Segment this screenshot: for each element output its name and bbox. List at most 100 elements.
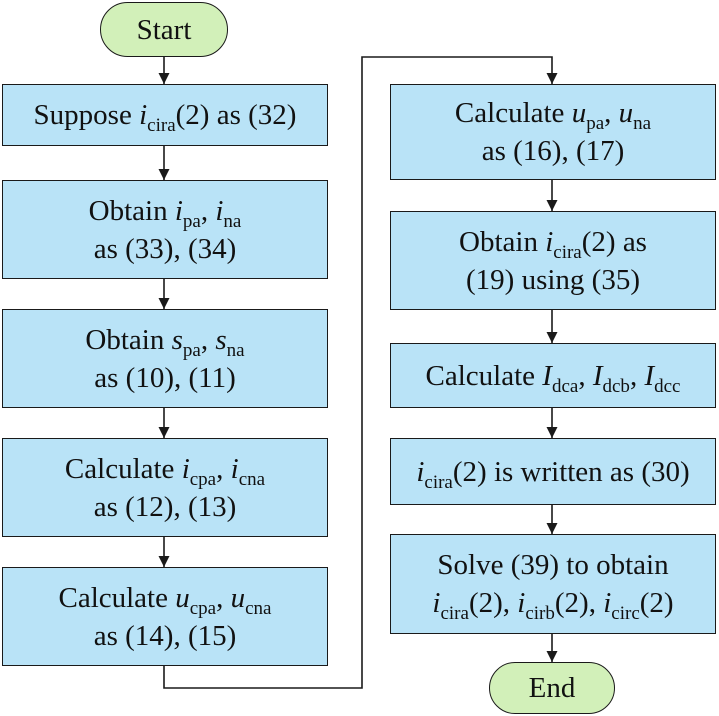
step-label-line: Calculate icpa, icna [64,450,266,490]
step-label-line: as (33), (34) [94,230,237,268]
label-text: Calculate [454,97,572,129]
variable-subscript: pa [182,339,201,361]
variable-subscript: na [226,339,245,361]
variable-subscript: pa [182,210,201,232]
variable-subscript: circ [611,603,640,624]
label-text: , [216,581,231,614]
label-text: (19) using (35) [466,263,640,296]
step-label-line: as (10), (11) [94,359,235,397]
variable-symbol: s [215,323,227,356]
variable-symbol: i [545,225,554,258]
step-label-line: Obtain ipa, ina [88,192,242,232]
label-text: as (33), (34) [93,232,237,265]
variable-subscript: cira [440,603,469,624]
step-label-line: as (14), (15) [94,617,237,655]
variable-subscript: na [633,113,652,134]
variable-subscript: pa [586,113,605,134]
end-label: End [528,672,576,704]
variable-subscript: dca [551,375,579,397]
variable-symbol: i [181,452,190,485]
step-calculate-idc: Calculate Idca, Idcb, Idcc [390,343,716,408]
label-text: (2), [554,587,604,619]
label-text: Calculate [64,452,182,485]
step-label-line: Calculate upa, una [454,94,652,134]
variable-subscript: cira [147,115,176,136]
variable-symbol: u [230,581,246,614]
label-text: Obtain [88,194,175,227]
step-label-line: as (12), (13) [94,488,237,526]
variable-symbol: s [171,323,183,356]
variable-subscript: na [223,210,242,232]
label-text: as (12), (13) [93,490,237,523]
variable-subscript: cira [553,241,582,263]
variable-symbol: I [592,359,603,392]
variable-symbol: i [517,587,526,619]
variable-subscript: cpa [189,597,217,619]
step-label-line: icira(2), icirb(2), icirc(2) [432,584,674,624]
label-text: as (16), (17) [481,135,625,167]
variable-symbol: u [175,581,190,614]
variable-symbol: i [215,194,224,227]
start-label: Start [136,13,192,46]
label-text: (2) is written as (30) [452,455,690,488]
step-icira-written: icira(2) is written as (30) [390,438,716,505]
label-text: as (14), (15) [93,619,237,652]
label-text: (2) [639,587,674,619]
variable-symbol: i [603,587,612,619]
step-label-line: as (16), (17) [482,132,625,170]
label-text: , [200,194,216,227]
step-label-line: Obtain icira(2) as [459,223,647,263]
end-terminal: End [489,662,615,714]
label-text: Suppose [33,99,140,131]
variable-symbol: u [571,97,587,129]
label-text: , [200,323,216,356]
step-label-line: icira(2) is written as (30) [416,453,690,493]
step-label-line: Obtain spa, sna [85,321,245,361]
variable-symbol: i [416,455,425,488]
variable-symbol: i [230,452,239,485]
label-text: Obtain [459,225,546,258]
step-label-line: Calculate Idca, Idcb, Idcc [425,357,681,397]
variable-subscript: cna [238,468,266,490]
label-text: (2) as [581,225,647,258]
variable-subscript: cira [424,471,453,493]
variable-subscript: dcc [654,375,681,397]
variable-subscript: cirb [525,603,555,624]
label-text: Obtain [85,323,172,356]
variable-symbol: I [644,359,655,392]
variable-subscript: cpa [189,468,217,490]
label-text: , [578,359,593,392]
variable-subscript: cna [245,597,272,619]
step-label-line: Solve (39) to obtain [437,546,668,584]
label-text: as (10), (11) [94,361,236,394]
start-terminal: Start [100,2,228,57]
label-text: Calculate [425,359,543,392]
label-text: Calculate [58,581,176,614]
label-text: , [629,359,645,392]
step-obtain-icira-19: Obtain icira(2) as(19) using (35) [390,211,716,310]
variable-subscript: dcb [602,375,630,397]
label-text: , [216,452,231,485]
label-text: , [604,97,619,129]
variable-symbol: u [618,97,634,129]
label-text: Solve (39) to obtain [437,549,669,581]
step-suppose-icira: Suppose icira(2) as (32) [2,84,328,146]
variable-symbol: i [139,99,148,131]
label-text: (2), [468,587,518,619]
step-label-line: Suppose icira(2) as (32) [33,96,297,136]
connector-left-to-right [163,56,558,689]
step-label-line: (19) using (35) [466,261,640,299]
variable-symbol: I [542,359,552,392]
variable-symbol: i [174,194,183,227]
label-text: (2) as (32) [175,99,297,131]
step-label-line: Calculate ucpa, ucna [58,579,272,619]
variable-symbol: i [432,587,441,619]
